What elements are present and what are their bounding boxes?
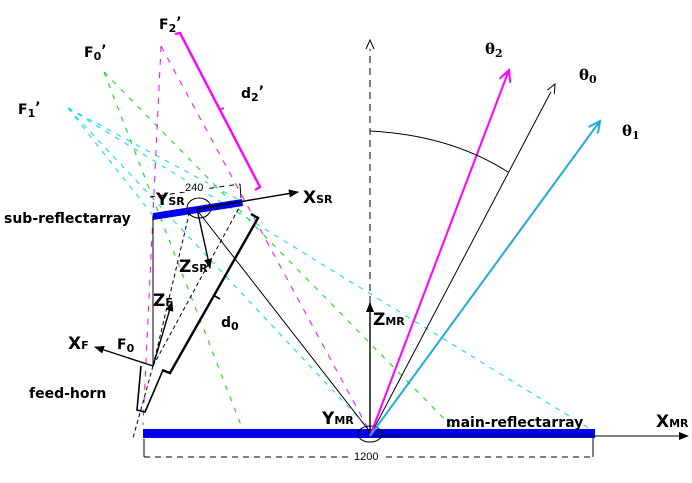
theta1-beam (369, 121, 600, 437)
theta0-label: θ0 (579, 66, 597, 86)
x-mr-label: XMR (656, 412, 689, 432)
ray-f1p-to-main-right (67, 107, 596, 433)
theta2-label: θ2 (485, 40, 503, 60)
d2-prime-label: d2’ (241, 84, 264, 104)
main-dimension-label: 1200 (354, 451, 378, 463)
ray-sub-to-main (196, 209, 371, 433)
feed-cone-right (152, 205, 241, 367)
ray-f1p-to-sub-left (67, 107, 156, 219)
sub-dimension-label: 240 (185, 182, 203, 194)
x-sr-label: XSR (303, 188, 333, 208)
z-sr-axis (196, 208, 212, 269)
y-mr-label: YMR (321, 409, 354, 429)
sub-dim-tick (239, 183, 242, 199)
d2p-bracket (174, 31, 262, 192)
theta2-beam (369, 70, 509, 437)
ray-f1p-to-main-left (67, 107, 371, 431)
x-f-axis (94, 346, 154, 367)
ray-lines-f2p (142, 45, 371, 433)
ray-lines-f0p (103, 71, 459, 434)
feed-axis-dashed (132, 365, 154, 439)
main-reflectarray-bar (143, 429, 595, 438)
z-mr-label: ZMR (373, 310, 405, 330)
sub-dimension (149, 183, 242, 199)
y-sr-label: YSR (155, 190, 185, 210)
f2-prime-label: F2’ (159, 15, 182, 35)
theta1-label: θ1 (622, 122, 640, 142)
d0-bracket (161, 212, 260, 375)
feed-horn-label: feed-horn (29, 386, 106, 402)
sub-origin-circle (186, 197, 212, 219)
ray-f0p-to-main-left (103, 71, 245, 434)
z-sr-label: ZSR (179, 257, 208, 277)
ray-f2p-right (160, 45, 371, 433)
feed-horn-shape (136, 365, 164, 413)
x-f-label: XF (68, 334, 89, 354)
theta0-beam (369, 84, 555, 437)
z-f-axis (152, 301, 174, 367)
main-origin-circle (357, 425, 383, 443)
d0-label: d0 (221, 315, 239, 333)
sub-reflectarray-label: sub-reflectarray (4, 211, 131, 227)
ray-f0p-to-main-right (103, 71, 459, 434)
f0-label: F0 (117, 337, 135, 355)
ray-f2p-left (142, 45, 162, 426)
f1-prime-label: F1’ (18, 100, 41, 120)
theta0-angle-arc (369, 130, 509, 173)
f0-prime-label: F0’ (84, 43, 107, 63)
z-f-label: ZF (153, 291, 173, 311)
x-sr-axis (196, 189, 299, 210)
main-reflectarray-label: main-reflectarray (446, 415, 583, 431)
feed-cone-left (152, 209, 191, 367)
